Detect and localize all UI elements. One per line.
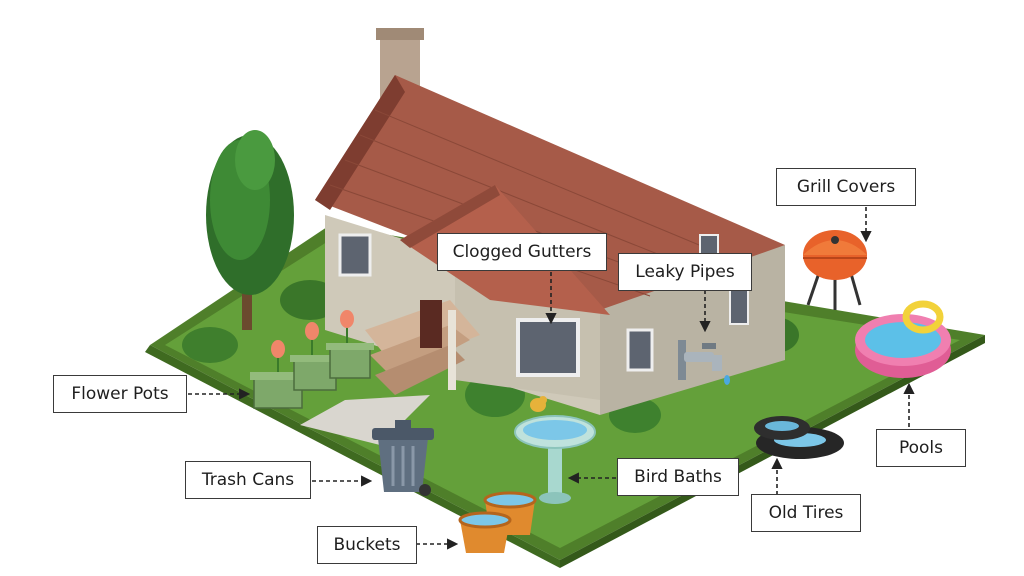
flower-pots <box>250 310 374 409</box>
label-bird-baths: Bird Baths <box>617 458 739 496</box>
buckets <box>458 491 537 553</box>
label-old-tires: Old Tires <box>751 494 861 532</box>
label-clogged-gutters: Clogged Gutters <box>437 233 607 271</box>
label-trash-cans: Trash Cans <box>185 461 311 499</box>
label-flower-pots: Flower Pots <box>53 375 187 413</box>
grill <box>803 230 867 310</box>
label-pools: Pools <box>876 429 966 467</box>
label-grill-covers: Grill Covers <box>776 168 916 206</box>
bird-bath <box>514 396 596 504</box>
house <box>315 28 785 415</box>
label-buckets: Buckets <box>317 526 417 564</box>
walkway <box>300 395 430 445</box>
tree <box>206 130 294 330</box>
label-leaky-pipes: Leaky Pipes <box>618 253 752 291</box>
leaky-pipe-faucet <box>678 340 730 385</box>
pointer-arrows <box>188 207 915 550</box>
pool <box>855 300 951 378</box>
old-tires <box>754 416 844 459</box>
trash-can <box>372 420 434 496</box>
